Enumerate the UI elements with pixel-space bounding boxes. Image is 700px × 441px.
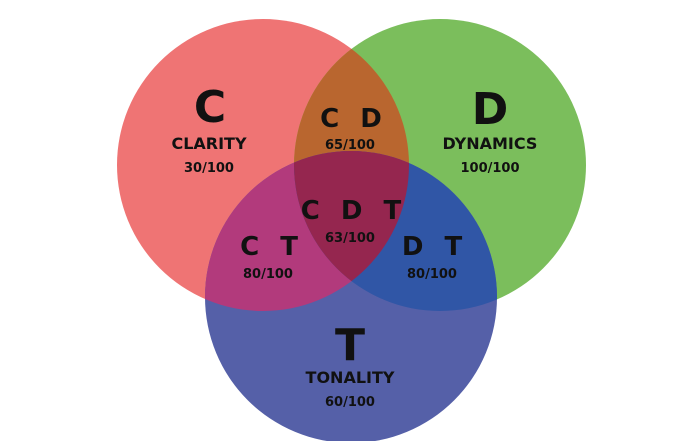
dt-score: 80/100 (407, 267, 457, 282)
clarity-name: CLARITY (171, 134, 247, 153)
clarity-letter: C (194, 82, 226, 133)
cd-letters: C D (320, 104, 388, 134)
ct-score: 80/100 (243, 267, 293, 282)
tonality-letter: T (335, 320, 365, 371)
dynamics-name: DYNAMICS (443, 134, 538, 153)
cdt-score: 63/100 (325, 231, 375, 246)
dynamics-score: 100/100 (460, 161, 519, 176)
dt-letters: D T (402, 232, 468, 262)
cdt-letters: C D T (301, 196, 408, 226)
ct-letters: C T (240, 232, 304, 262)
tonality-score: 60/100 (325, 395, 375, 410)
tonality-name: TONALITY (306, 368, 395, 387)
clarity-score: 30/100 (184, 161, 234, 176)
dynamics-letter: D (472, 84, 509, 135)
cd-score: 65/100 (325, 138, 375, 153)
